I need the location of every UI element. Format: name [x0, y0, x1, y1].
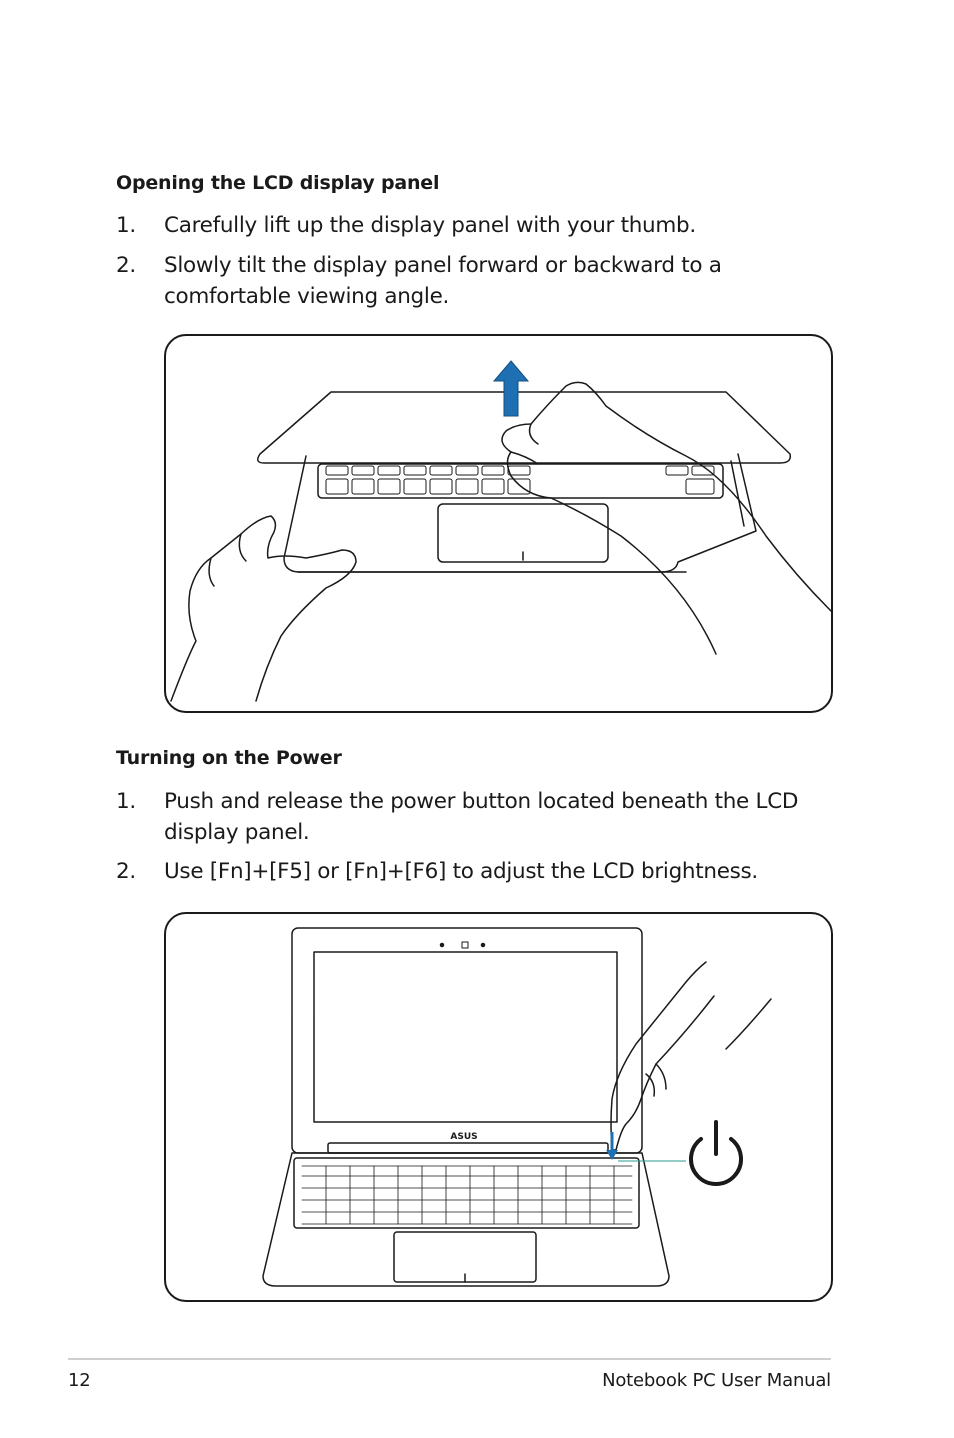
section-heading-opening-lcd: Opening the LCD display panel: [116, 172, 440, 194]
step-number: 2.: [116, 859, 136, 884]
asus-logo: ASUS: [450, 1132, 477, 1142]
step-text: Slowly tilt the display panel forward or…: [164, 253, 722, 309]
step-number: 2.: [116, 253, 136, 278]
footer-manual-title: Notebook PC User Manual: [602, 1370, 831, 1391]
step-text: Push and release the power button locate…: [164, 789, 799, 845]
step-2-adjust-brightness: 2. Use [Fn]+[F5] or [Fn]+[F6] to adjust …: [116, 856, 836, 887]
section-heading-turning-on-power: Turning on the Power: [116, 747, 342, 769]
laptop-opening-drawing: [170, 360, 831, 702]
step-1-lift-display: 1. Carefully lift up the display panel w…: [116, 210, 836, 241]
footer-divider: [68, 1358, 831, 1360]
illustration-power-on: ASUS: [164, 912, 833, 1302]
laptop-power-drawing: ASUS: [262, 927, 772, 1287]
step-2-tilt-display: 2. Slowly tilt the display panel forward…: [116, 250, 836, 312]
page-number: 12: [68, 1370, 91, 1391]
step-text: Carefully lift up the display panel with…: [164, 213, 696, 238]
step-1-push-power: 1. Push and release the power button loc…: [116, 786, 836, 848]
power-icon: [689, 1120, 743, 1186]
arrow-up-icon: [492, 360, 530, 417]
illustration-opening-lid: [164, 334, 833, 713]
step-number: 1.: [116, 789, 136, 814]
step-text: Use [Fn]+[F5] or [Fn]+[F6] to adjust the…: [164, 859, 758, 884]
step-number: 1.: [116, 213, 136, 238]
arrow-down-icon: [606, 1132, 618, 1160]
